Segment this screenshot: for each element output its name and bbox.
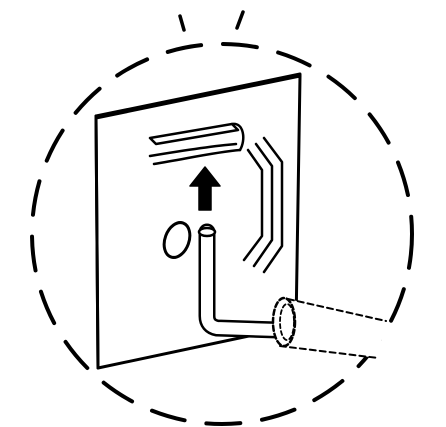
attention-tick-icon (180, 12, 243, 30)
pipe-sleeve (273, 298, 386, 358)
